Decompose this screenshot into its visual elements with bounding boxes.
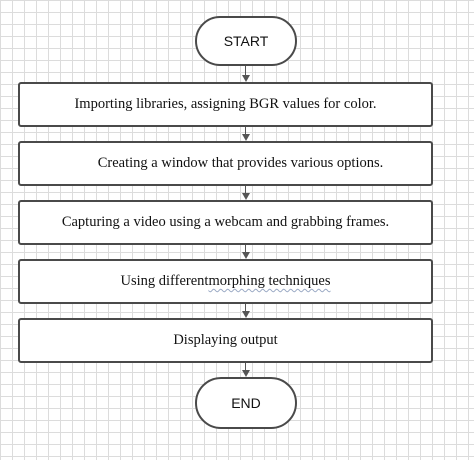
start-label: START xyxy=(223,33,269,49)
connector-step1-to-step2 xyxy=(245,127,246,135)
connector-step4-to-step5 xyxy=(245,304,246,312)
process-step-4: Using differentmorphing techniques xyxy=(18,259,433,304)
process-step-2-text: Creating a window that provides various … xyxy=(97,155,384,171)
process-step-5: Displaying output xyxy=(18,318,433,363)
process-step-2: Creating a window that provides various … xyxy=(18,141,433,186)
arrowhead-icon xyxy=(242,75,250,82)
process-step-3: Capturing a video using a webcam and gra… xyxy=(18,200,433,245)
arrowhead-icon xyxy=(242,311,250,318)
end-terminal: END xyxy=(195,377,297,429)
arrowhead-icon xyxy=(242,193,250,200)
process-step-4-text: Using differentmorphing techniques xyxy=(121,273,331,290)
end-label: END xyxy=(231,395,261,411)
process-step-5-text: Displaying output xyxy=(173,332,278,348)
connector-step5-to-end xyxy=(245,363,246,371)
arrowhead-icon xyxy=(242,252,250,259)
start-terminal: START xyxy=(195,16,297,66)
process-step-4-prefix: Using different xyxy=(120,273,209,289)
process-step-3-text: Capturing a video using a webcam and gra… xyxy=(61,214,390,230)
process-step-1-text: Importing libraries, assigning BGR value… xyxy=(74,96,377,112)
connector-step3-to-step4 xyxy=(245,245,246,253)
connector-start-to-step1 xyxy=(245,66,246,76)
arrowhead-icon xyxy=(242,370,250,377)
spellcheck-flagged-text: morphing techniques xyxy=(208,273,331,289)
connector-step2-to-step3 xyxy=(245,186,246,194)
process-step-1: Importing libraries, assigning BGR value… xyxy=(18,82,433,127)
arrowhead-icon xyxy=(242,134,250,141)
